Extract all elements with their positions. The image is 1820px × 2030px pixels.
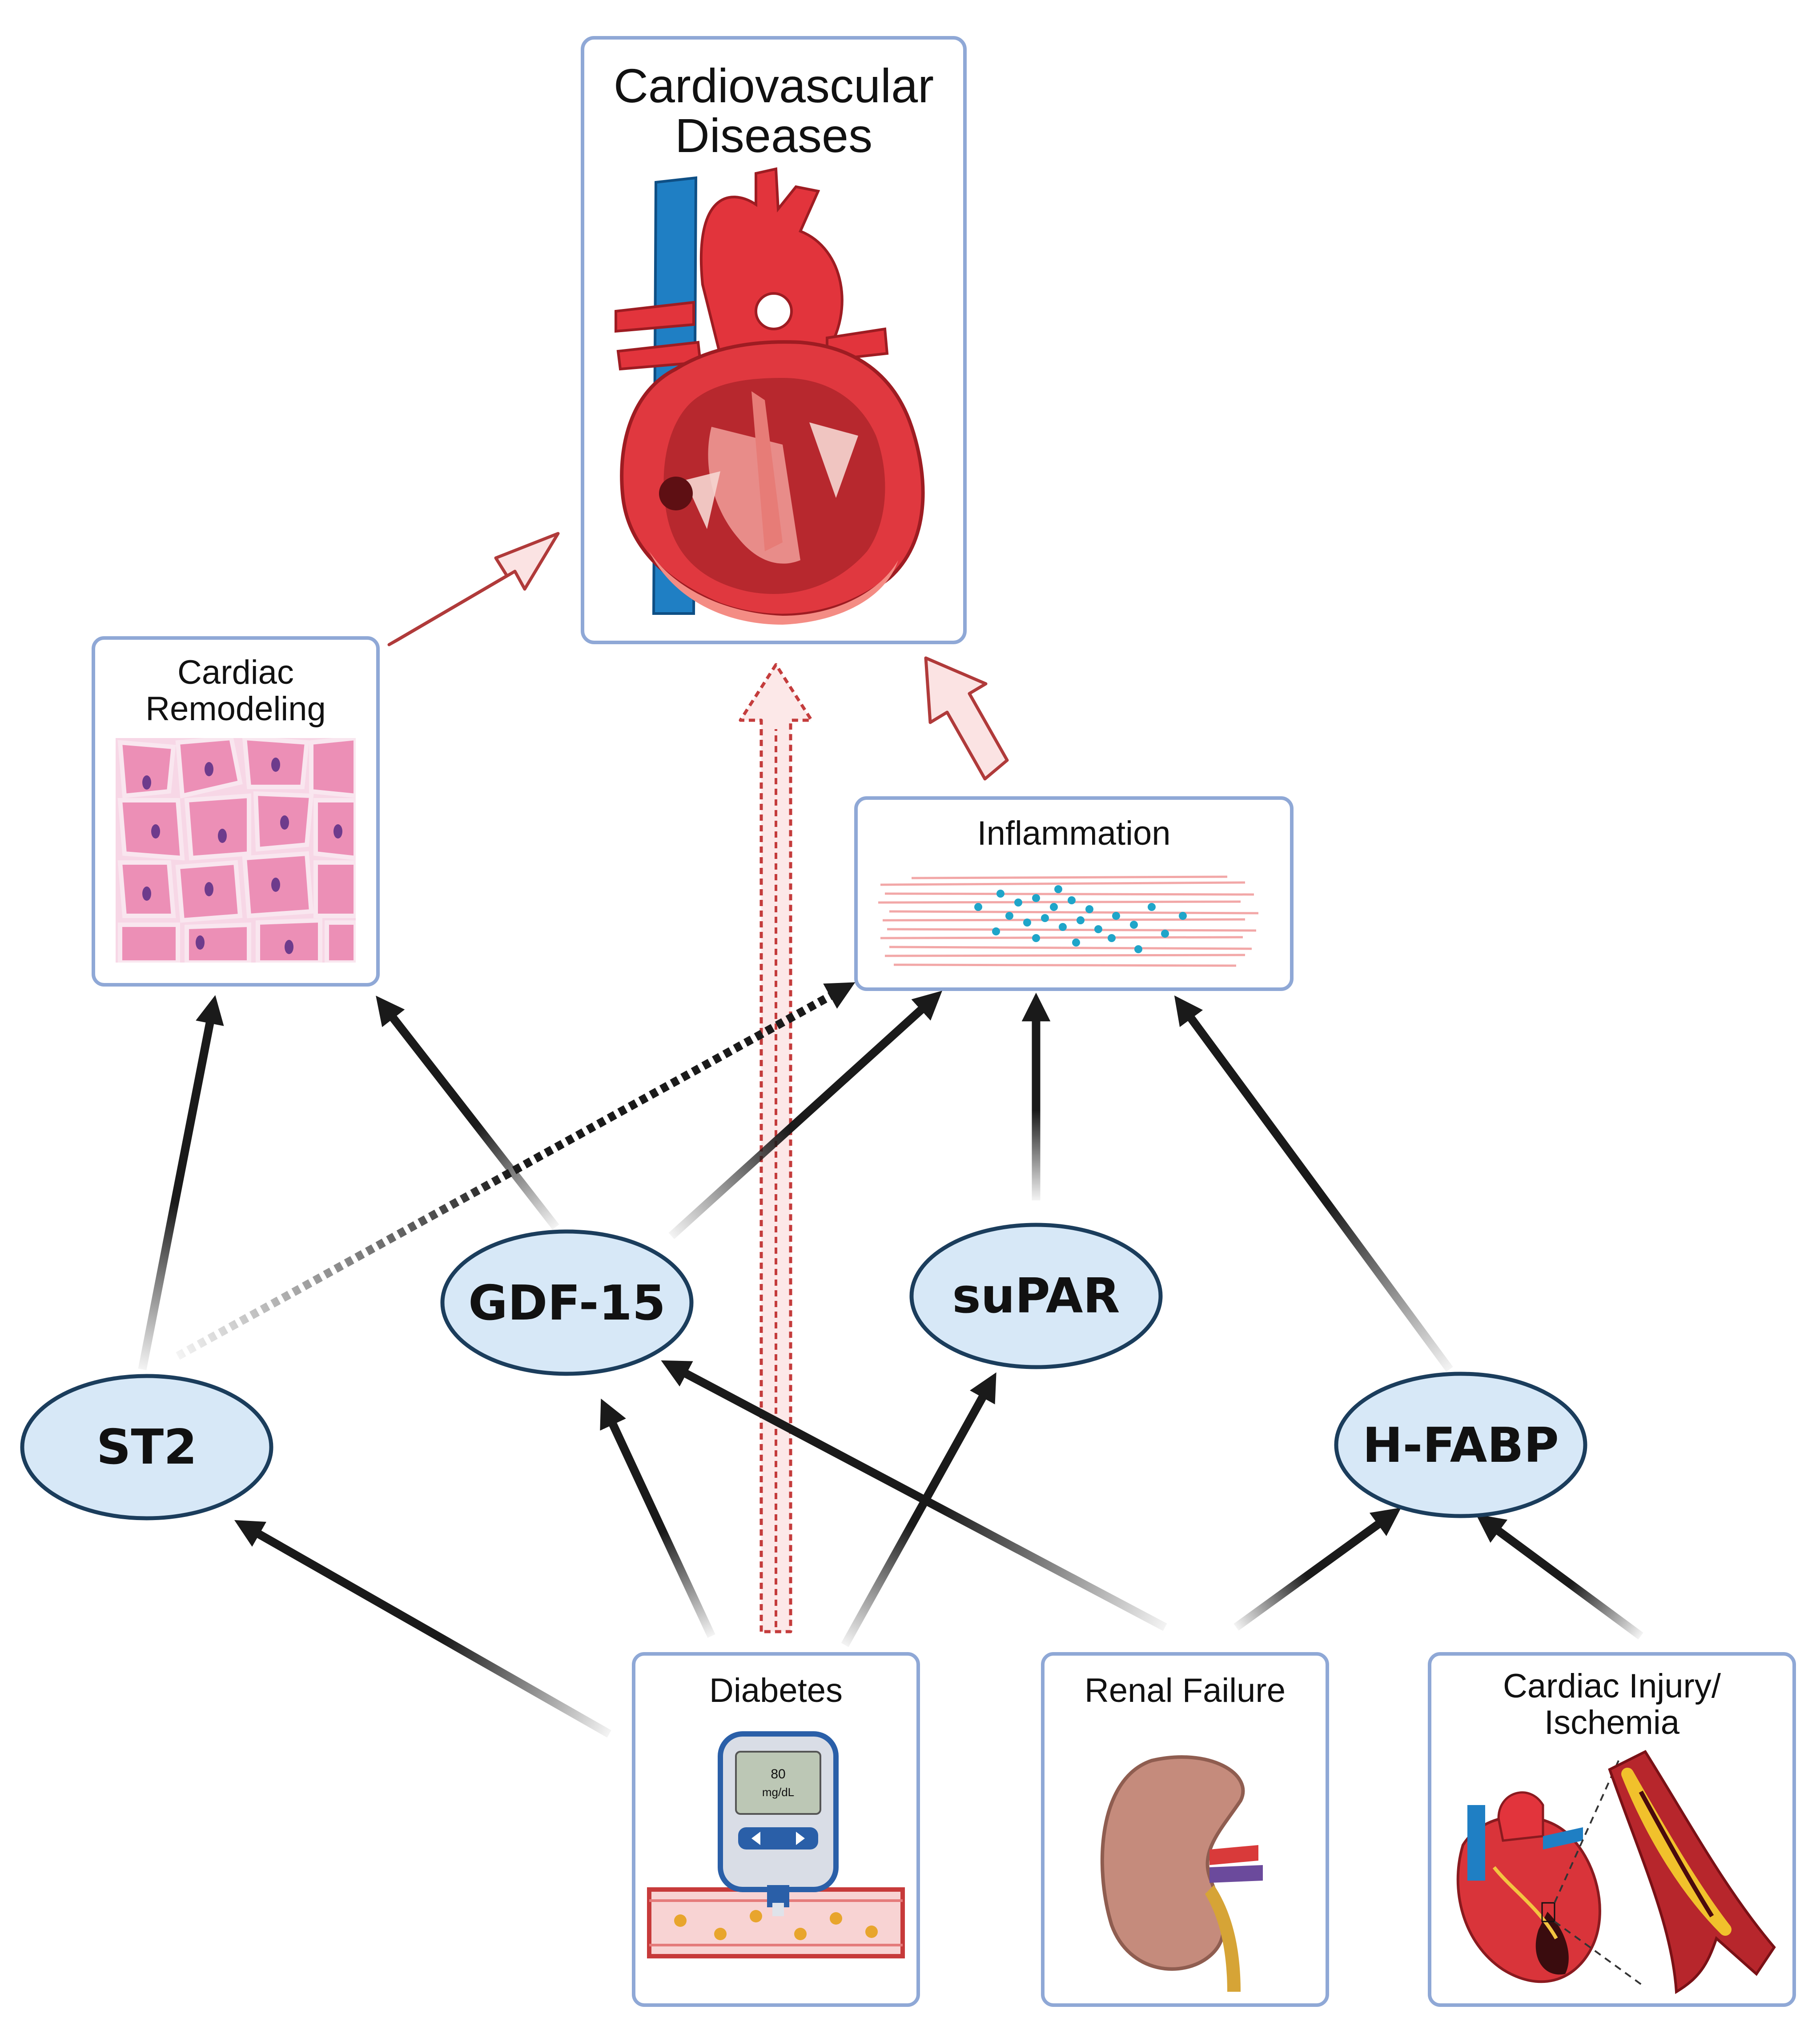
dotted-arrow-st2-to-inflammation	[176, 982, 856, 1360]
supar-node: suPAR	[909, 1223, 1163, 1369]
dashed-big-arrow-diabetes-to-cvd	[739, 663, 813, 1633]
gdf15-label: GDF-15	[468, 1276, 666, 1331]
arrow-diabetes-to-st2	[234, 1520, 611, 1738]
heart-anatomy-icon	[615, 167, 925, 625]
renal-title: Renal Failure	[1085, 1672, 1286, 1709]
inflammation-box: Inflammation	[854, 796, 1294, 991]
st2-node: ST2	[20, 1374, 273, 1520]
cvd-title-line2: Diseases	[675, 108, 872, 162]
st2-label: ST2	[96, 1420, 197, 1475]
renal-failure-box: Renal Failure	[1041, 1652, 1329, 2007]
big-arrow-remodeling-to-cvd	[387, 532, 560, 646]
remodeling-title-line1: Cardiac	[177, 654, 294, 691]
arrow-hfabp-to-inflammation	[1174, 995, 1453, 1372]
hfabp-node: H-FABP	[1334, 1372, 1587, 1518]
ischemic-heart-icon	[1456, 1750, 1776, 1994]
remodeling-title-line2: Remodeling	[145, 690, 326, 728]
cardiac-injury-box: Cardiac Injury/ Ischemia	[1428, 1652, 1796, 2007]
injury-title-line2: Ischemia	[1544, 1704, 1680, 1741]
arrow-st2-to-remodeling	[138, 995, 224, 1370]
arrow-gdf15-to-remodeling	[376, 995, 559, 1230]
meter-unit: mg/dL	[762, 1785, 794, 1799]
glucometer-icon: 80 mg/dL	[647, 1731, 905, 1958]
inflammation-title: Inflammation	[977, 814, 1170, 852]
arrow-injury-to-hfabp	[1476, 1514, 1643, 1640]
arrow-diabetes-to-supar	[841, 1372, 996, 1647]
arrow-renal-to-gdf15	[661, 1360, 1167, 1631]
diabetes-box: Diabetes 80 mg/dL	[632, 1652, 920, 2007]
arrow-renal-to-hfabp	[1233, 1508, 1402, 1631]
supar-label: suPAR	[952, 1268, 1120, 1324]
arrow-diabetes-to-gdf15	[600, 1398, 715, 1638]
inflamed-fibers-icon	[878, 875, 1259, 967]
gdf15-node: GDF-15	[440, 1229, 694, 1376]
big-arrow-inflammation-to-cvd	[924, 656, 1009, 781]
meter-value: 80	[771, 1767, 785, 1781]
cardiac-remodeling-box: Cardiac Remodeling	[92, 636, 380, 987]
injury-title-line1: Cardiac Injury/	[1503, 1667, 1721, 1705]
cardiovascular-diseases-box: Cardiovascular Diseases	[581, 36, 967, 644]
kidney-icon	[1100, 1755, 1263, 1992]
myocardial-tissue-icon	[116, 738, 356, 963]
diabetes-title: Diabetes	[709, 1672, 843, 1709]
arrow-gdf15-to-inflammation	[668, 991, 942, 1240]
cvd-title-line1: Cardiovascular	[614, 59, 934, 112]
hfabp-label: H-FABP	[1362, 1418, 1559, 1473]
